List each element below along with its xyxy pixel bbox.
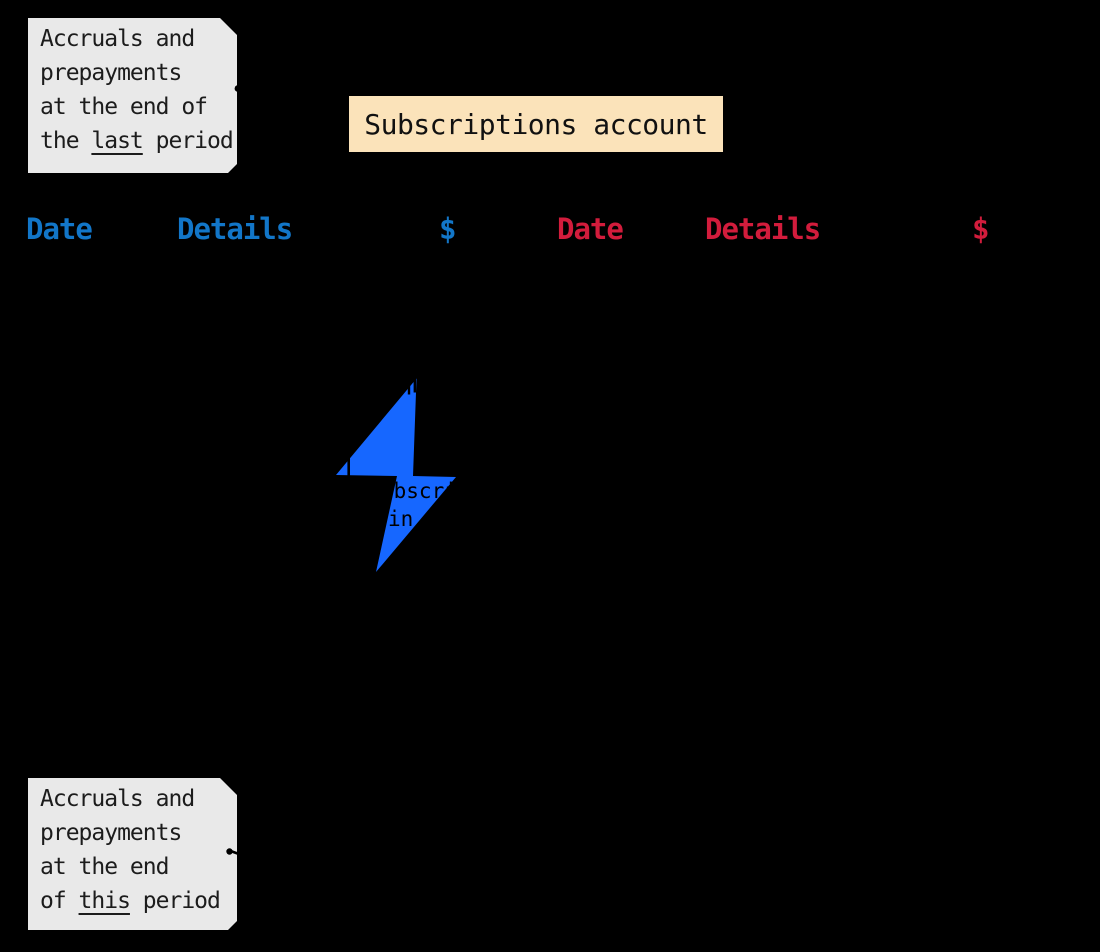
debit-column-header-details: Details: [177, 212, 293, 246]
note-line: of this period: [40, 888, 220, 914]
debit-column-header-amount: $: [439, 212, 456, 246]
account-title-label: Subscriptions account: [364, 107, 708, 141]
note-line: Accruals and: [40, 786, 195, 812]
note-line: at the end: [40, 854, 169, 880]
lightning-bolt-icon: [336, 378, 456, 572]
credit-column-header-date: Date: [557, 212, 624, 246]
note-line: the last period: [40, 128, 233, 154]
debit-column-header-date: Date: [26, 212, 93, 246]
sticky-note-accruals-this-period: Accruals and prepayments at the end of t…: [28, 778, 237, 930]
sticky-note-accruals-last-period: Accruals and prepayments at the end of t…: [28, 18, 237, 173]
note-line: prepayments: [40, 820, 182, 846]
hidden-ink-marks: [347, 378, 416, 477]
credit-column-header-details: Details: [705, 212, 821, 246]
credit-column-header-amount: $: [972, 212, 989, 246]
account-title: Subscriptions account: [349, 96, 723, 152]
underlined-word: this: [78, 888, 130, 914]
obscured-text-fragment: in: [388, 507, 414, 531]
pin-icon: [234, 85, 254, 97]
note-line: Accruals and: [40, 26, 195, 52]
underlined-word: last: [91, 128, 143, 154]
obscured-text-fragment: ubscri: [381, 479, 457, 503]
note-line: prepayments: [40, 60, 182, 86]
note-line: at the end of: [40, 94, 208, 120]
